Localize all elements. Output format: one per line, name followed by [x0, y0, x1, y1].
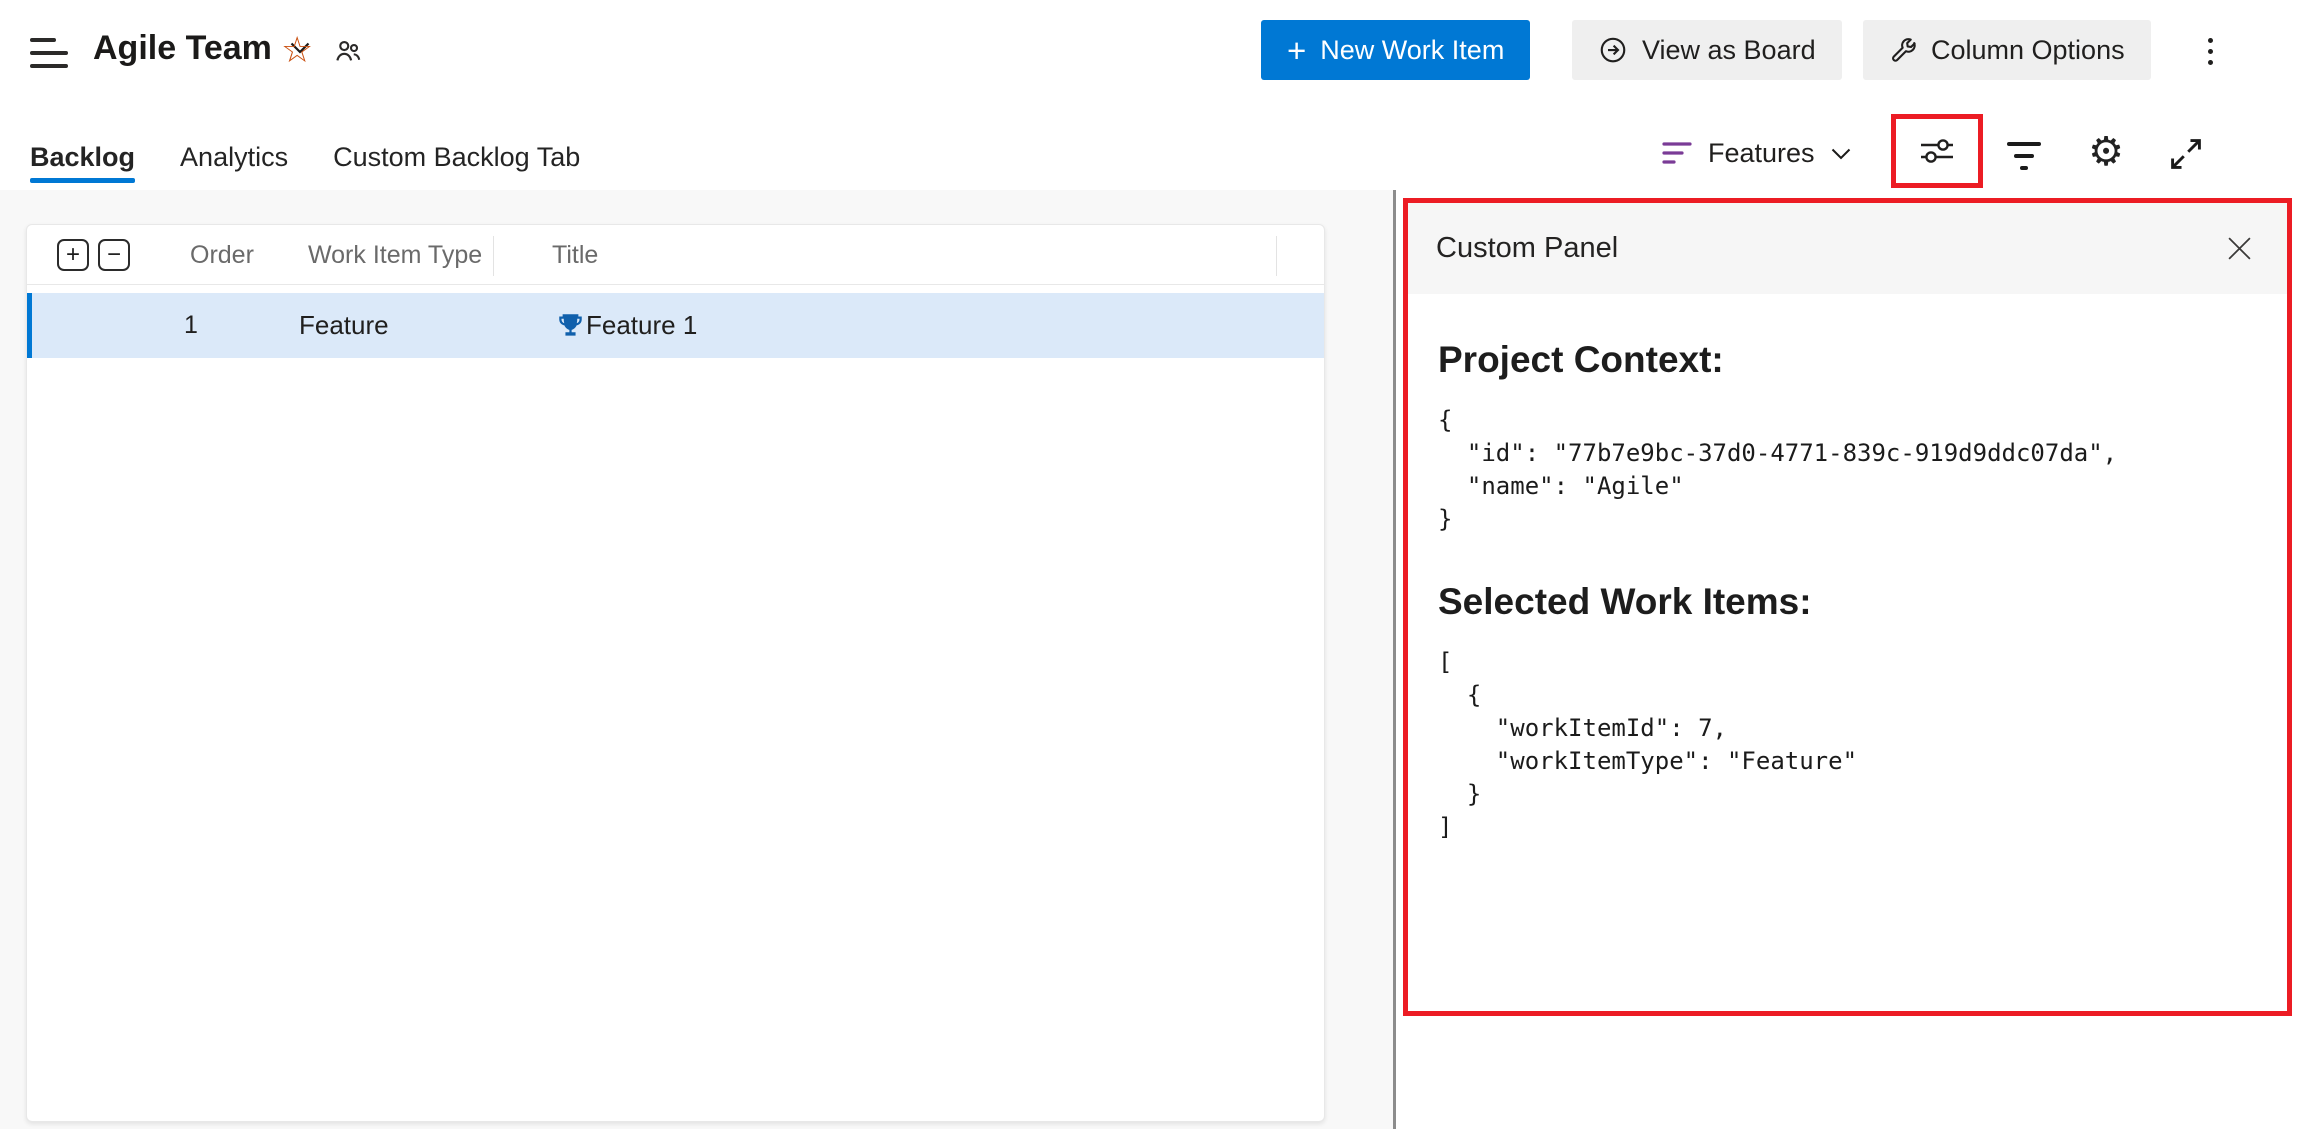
expand-all-button[interactable]: +	[57, 239, 89, 271]
expand-icon	[2171, 139, 2201, 169]
view-settings-button[interactable]	[1918, 134, 1956, 168]
new-work-item-label: New Work Item	[1320, 34, 1505, 65]
backlog-grid: + − Order Work Item Type Title 1 Feature…	[26, 224, 1325, 1122]
cell-title: Feature 1	[586, 310, 698, 340]
custom-panel: Custom Panel Project Context: { "id": "7…	[1403, 198, 2292, 1016]
filter-icon	[2007, 142, 2041, 146]
selected-work-items-json: [ { "workItemId": 7, "workItemType": "Fe…	[1438, 648, 1858, 841]
menu-icon[interactable]	[30, 38, 68, 68]
plus-icon: +	[1287, 31, 1307, 69]
filter-button[interactable]	[2002, 134, 2046, 178]
tab-custom-backlog-label: Custom Backlog Tab	[333, 142, 581, 172]
sliders-icon	[1921, 139, 1953, 163]
work-item-row[interactable]: 1 Feature Feature 1	[27, 293, 1324, 358]
backlog-level-picker[interactable]: Features	[1662, 138, 1851, 169]
wrench-icon	[1892, 38, 1916, 62]
collapse-all-button[interactable]: −	[98, 239, 130, 271]
project-context-heading: Project Context:	[1438, 339, 1724, 380]
favorite-star-icon[interactable]: ☆	[281, 29, 314, 70]
highlight-box-view-settings	[1891, 114, 1983, 188]
cell-order: 1	[184, 311, 198, 339]
view-as-board-label: View as Board	[1642, 34, 1816, 65]
team-members-icon[interactable]	[332, 36, 364, 66]
tab-backlog[interactable]: Backlog	[30, 138, 136, 183]
column-divider	[1276, 236, 1277, 276]
tab-bar: Backlog Analytics Custom Backlog Tab	[30, 138, 580, 183]
custom-panel-header: Custom Panel	[1408, 203, 2287, 294]
view-as-board-button[interactable]: View as Board	[1572, 20, 1842, 80]
page-title: Agile Team	[93, 29, 272, 67]
team-selector[interactable]: Agile Team	[93, 24, 310, 72]
settings-gear-button[interactable]: ⚙	[2082, 128, 2130, 176]
close-button[interactable]	[2219, 229, 2259, 269]
panel-title: Custom Panel	[1436, 232, 1619, 264]
fullscreen-button[interactable]	[2164, 132, 2208, 176]
backlog-levels-icon	[1662, 141, 1692, 164]
split-divider[interactable]	[1393, 190, 1396, 1129]
new-work-item-button[interactable]: + New Work Item	[1261, 20, 1531, 80]
column-header-order: Order	[190, 241, 254, 269]
grid-header: + − Order Work Item Type Title	[27, 225, 1324, 285]
custom-panel-body: Project Context: { "id": "77b7e9bc-37d0-…	[1408, 339, 2287, 844]
column-options-label: Column Options	[1931, 34, 2125, 65]
close-icon	[2227, 237, 2251, 260]
project-context-json: { "id": "77b7e9bc-37d0-4771-839c-919d9dd…	[1438, 406, 2118, 533]
tab-custom-backlog[interactable]: Custom Backlog Tab	[333, 138, 580, 176]
selected-work-items-heading: Selected Work Items:	[1438, 581, 1812, 622]
tab-backlog-label: Backlog	[30, 142, 136, 172]
column-header-title: Title	[552, 241, 599, 269]
chevron-down-icon	[1831, 148, 1850, 159]
board-arrow-icon	[1600, 37, 1626, 63]
gear-icon: ⚙	[2088, 130, 2124, 174]
cell-work-item-type: Feature	[299, 310, 389, 340]
column-header-work-item-type: Work Item Type	[308, 241, 483, 269]
chevron-down-icon	[290, 42, 310, 54]
tab-analytics[interactable]: Analytics	[180, 138, 288, 176]
column-options-button[interactable]: Column Options	[1863, 20, 2151, 80]
column-divider	[493, 236, 494, 276]
more-options-button[interactable]	[2202, 30, 2218, 72]
tab-analytics-label: Analytics	[180, 142, 289, 172]
feature-trophy-icon	[559, 314, 582, 336]
backlog-level-label: Features	[1708, 138, 1815, 168]
